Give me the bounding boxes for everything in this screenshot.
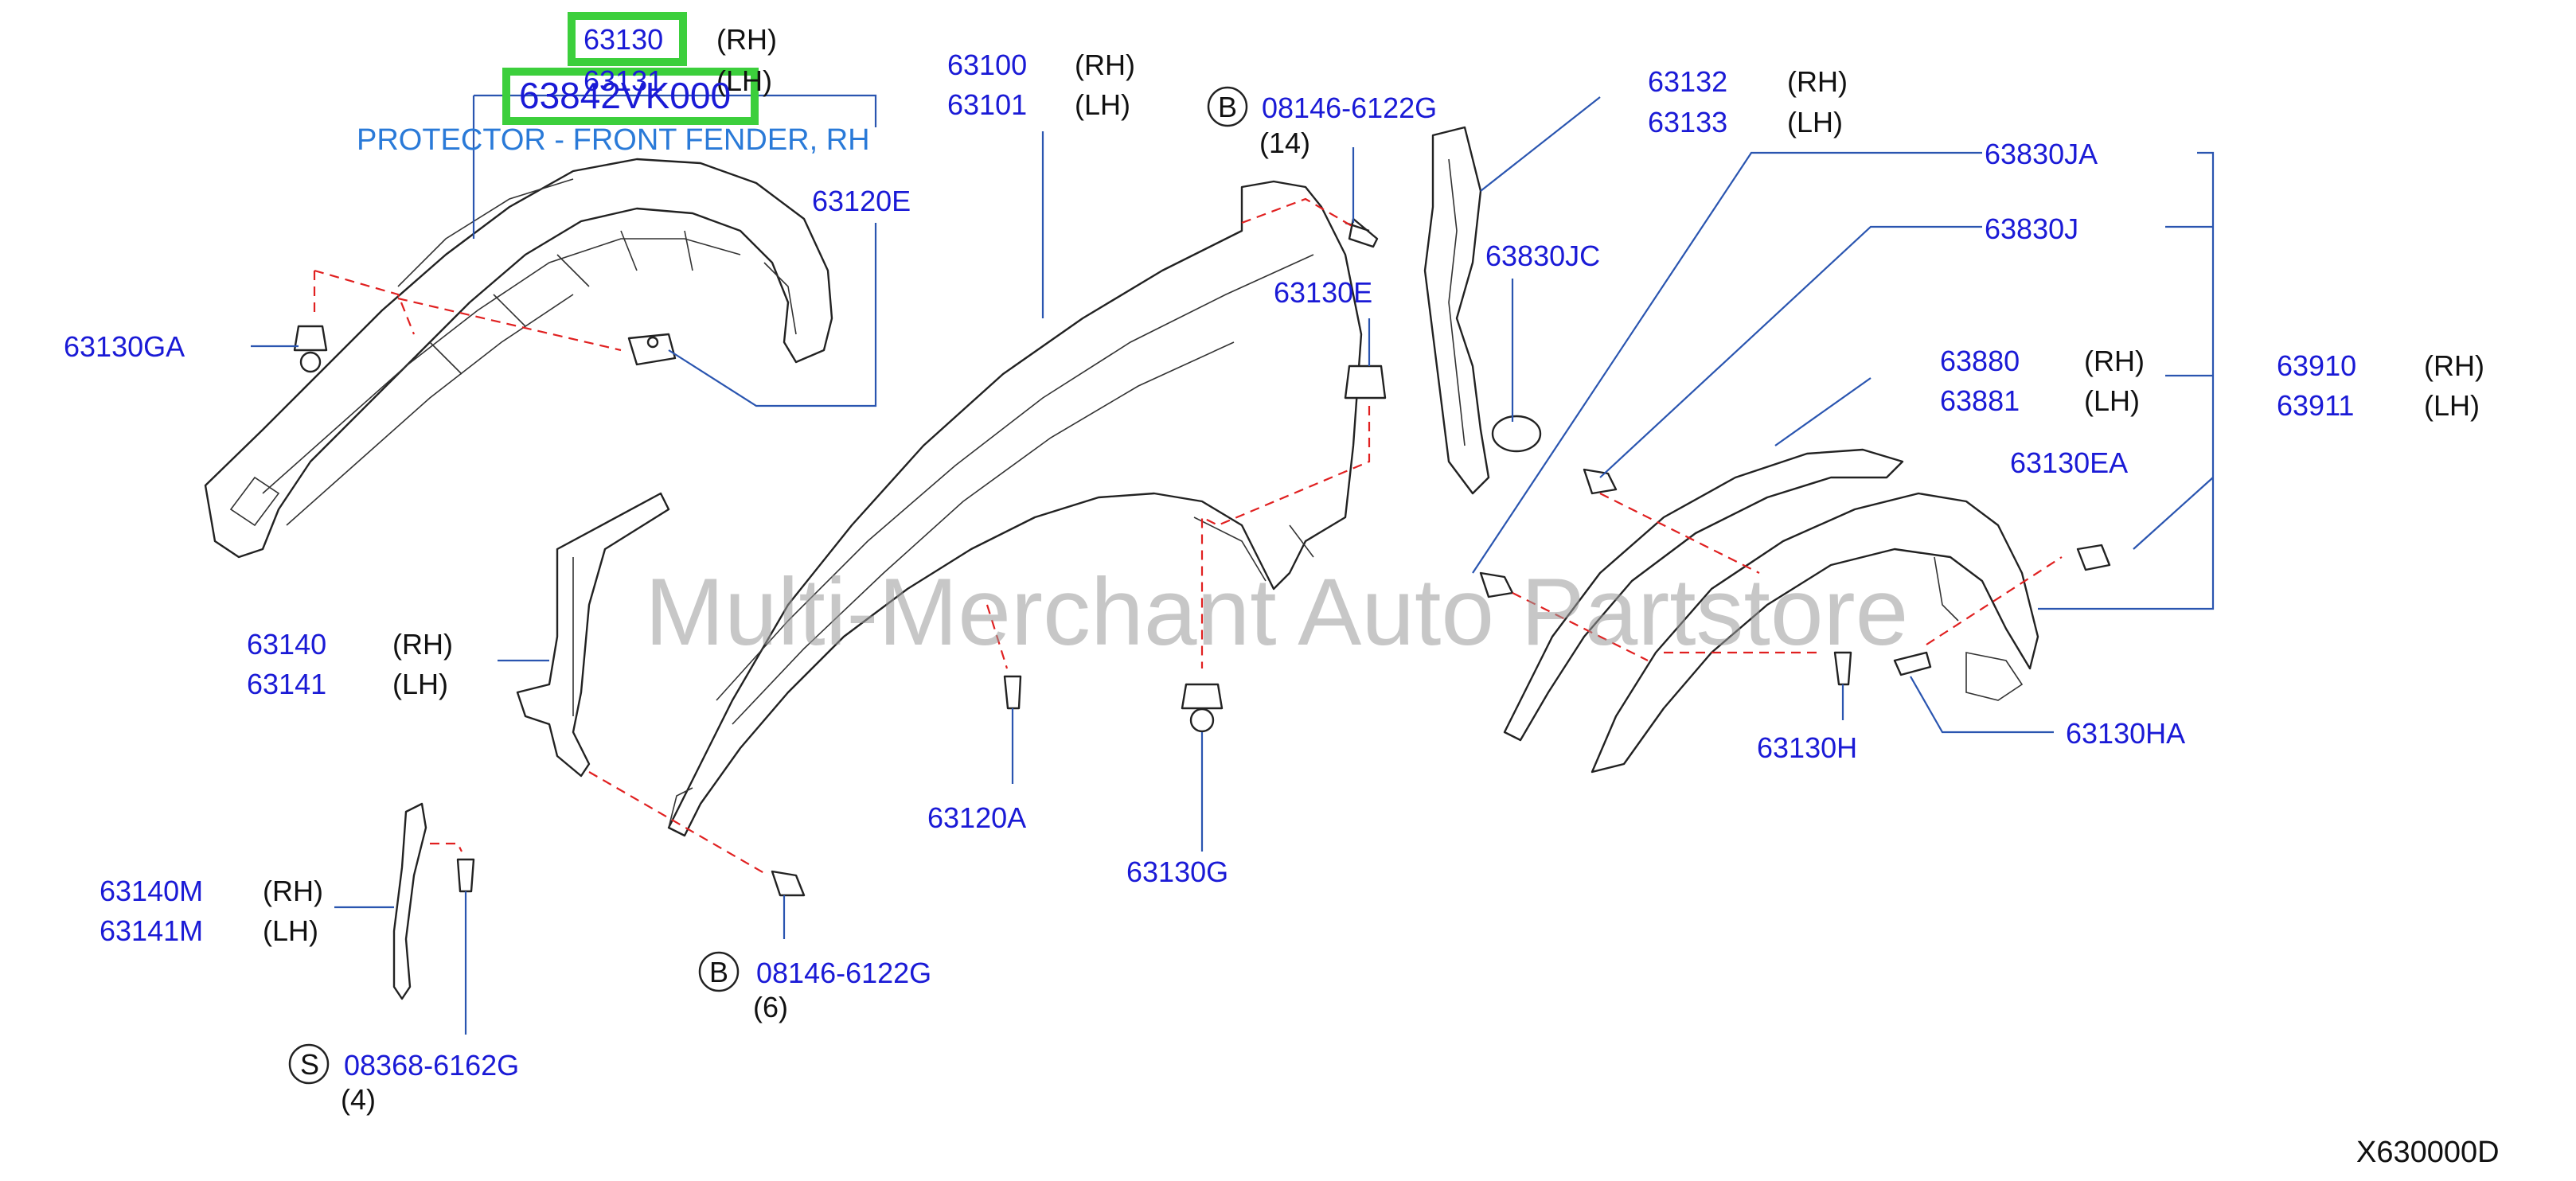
- label-63130[interactable]: 63130: [584, 23, 663, 56]
- fastener-63130H: [1833, 651, 1852, 686]
- label-63101-side: (LH): [1075, 88, 1130, 121]
- fastener-bolt-bottom: [771, 870, 806, 897]
- label-63140-side: (RH): [392, 628, 453, 661]
- fastener-bolt-top: [1345, 217, 1379, 248]
- label-63100[interactable]: 63100: [947, 49, 1027, 81]
- label-63130HA[interactable]: 63130HA: [2066, 717, 2185, 750]
- label-63120A[interactable]: 63120A: [927, 801, 1026, 834]
- fastener-63130GA: [293, 325, 328, 373]
- label-63130H[interactable]: 63130H: [1757, 731, 1857, 764]
- label-08146-6122G-bottom[interactable]: 08146-6122G: [756, 957, 931, 989]
- label-63130GA[interactable]: 63130GA: [64, 330, 185, 363]
- watermark-text: Multi-Merchant Auto Partstore: [645, 559, 1908, 665]
- splash-shield-illustration: [1423, 126, 1490, 495]
- label-63910-side: (RH): [2424, 349, 2484, 382]
- label-63911[interactable]: 63911: [2277, 389, 2354, 422]
- label-63842VK000[interactable]: 63842VK000: [519, 75, 731, 116]
- label-63881[interactable]: 63881: [1940, 384, 2020, 417]
- label-63133-side: (LH): [1787, 106, 1843, 138]
- label-b-top: B: [1218, 91, 1237, 123]
- label-63880-side: (RH): [2084, 345, 2145, 377]
- label-63140M-side: (RH): [263, 875, 323, 907]
- label-qty-6: (6): [753, 991, 788, 1023]
- label-63130EA[interactable]: 63130EA: [2010, 446, 2128, 479]
- label-63120E[interactable]: 63120E: [812, 185, 911, 217]
- leader-lines: [251, 94, 2215, 1035]
- label-63130E[interactable]: 63130E: [1274, 276, 1372, 309]
- s-circle-icon: [288, 1043, 330, 1085]
- fastener-63120E: [627, 333, 677, 366]
- highlight-box-63130: [568, 12, 687, 66]
- front-fender-illustration: [667, 180, 1363, 837]
- label-63132-side: (RH): [1787, 65, 1848, 98]
- label-63130G[interactable]: 63130G: [1126, 856, 1228, 888]
- label-63141M[interactable]: 63141M: [100, 914, 203, 947]
- label-protector-description: PROTECTOR - FRONT FENDER, RH: [357, 123, 870, 157]
- label-63100-side: (RH): [1075, 49, 1135, 81]
- wheel-arch-molding-illustration: [1503, 448, 2039, 774]
- label-63910[interactable]: 63910: [2277, 349, 2356, 382]
- label-63830JA[interactable]: 63830JA: [1985, 138, 2098, 170]
- label-63140M[interactable]: 63140M: [100, 875, 203, 907]
- label-s-bottom: S: [300, 1048, 319, 1081]
- label-63140[interactable]: 63140: [247, 628, 326, 661]
- label-63880[interactable]: 63880: [1940, 345, 2020, 377]
- label-63132[interactable]: 63132: [1648, 65, 1727, 98]
- fastener-63130EA: [2076, 544, 2111, 571]
- label-qty-4: (4): [341, 1083, 376, 1116]
- fastener-63830J: [1583, 468, 1618, 495]
- fastener-screw-bracket: [456, 858, 475, 893]
- label-b-bottom: B: [709, 956, 728, 988]
- label-08146-6122G-top[interactable]: 08146-6122G: [1262, 92, 1437, 124]
- fastener-63830JC: [1491, 415, 1542, 453]
- label-63130-side: (RH): [716, 23, 777, 56]
- label-63141[interactable]: 63141: [247, 668, 326, 700]
- label-63101[interactable]: 63101: [947, 88, 1027, 121]
- label-63141-side: (LH): [392, 668, 448, 700]
- fastener-63130G: [1181, 683, 1224, 733]
- label-63141M-side: (LH): [263, 914, 318, 947]
- label-63131[interactable]: 63131: [584, 64, 663, 97]
- fastener-63130HA: [1893, 651, 1932, 676]
- b-circle-icon: [698, 951, 740, 992]
- label-qty-14: (14): [1259, 127, 1310, 159]
- label-08368-6162G[interactable]: 08368-6162G: [344, 1049, 519, 1082]
- label-63131-side: (LH): [716, 64, 772, 97]
- fastener-63120A: [1003, 675, 1022, 710]
- fender-bracket-illustration: [516, 492, 670, 778]
- label-63881-side: (LH): [2084, 384, 2140, 417]
- diagram-code: X630000D: [2356, 1136, 2500, 1169]
- dashed-guides: [313, 197, 2063, 876]
- side-bracket-illustration: [392, 802, 427, 1000]
- label-63830J[interactable]: 63830J: [1985, 212, 2078, 245]
- label-63911-side: (LH): [2424, 389, 2480, 422]
- label-63830JC[interactable]: 63830JC: [1485, 240, 1600, 272]
- highlight-box-63842VK000: [502, 68, 759, 125]
- b-circle-icon: [1207, 86, 1248, 127]
- fender-protector-illustration: [204, 158, 833, 559]
- label-63133[interactable]: 63133: [1648, 106, 1727, 138]
- fastener-63130E: [1344, 364, 1387, 400]
